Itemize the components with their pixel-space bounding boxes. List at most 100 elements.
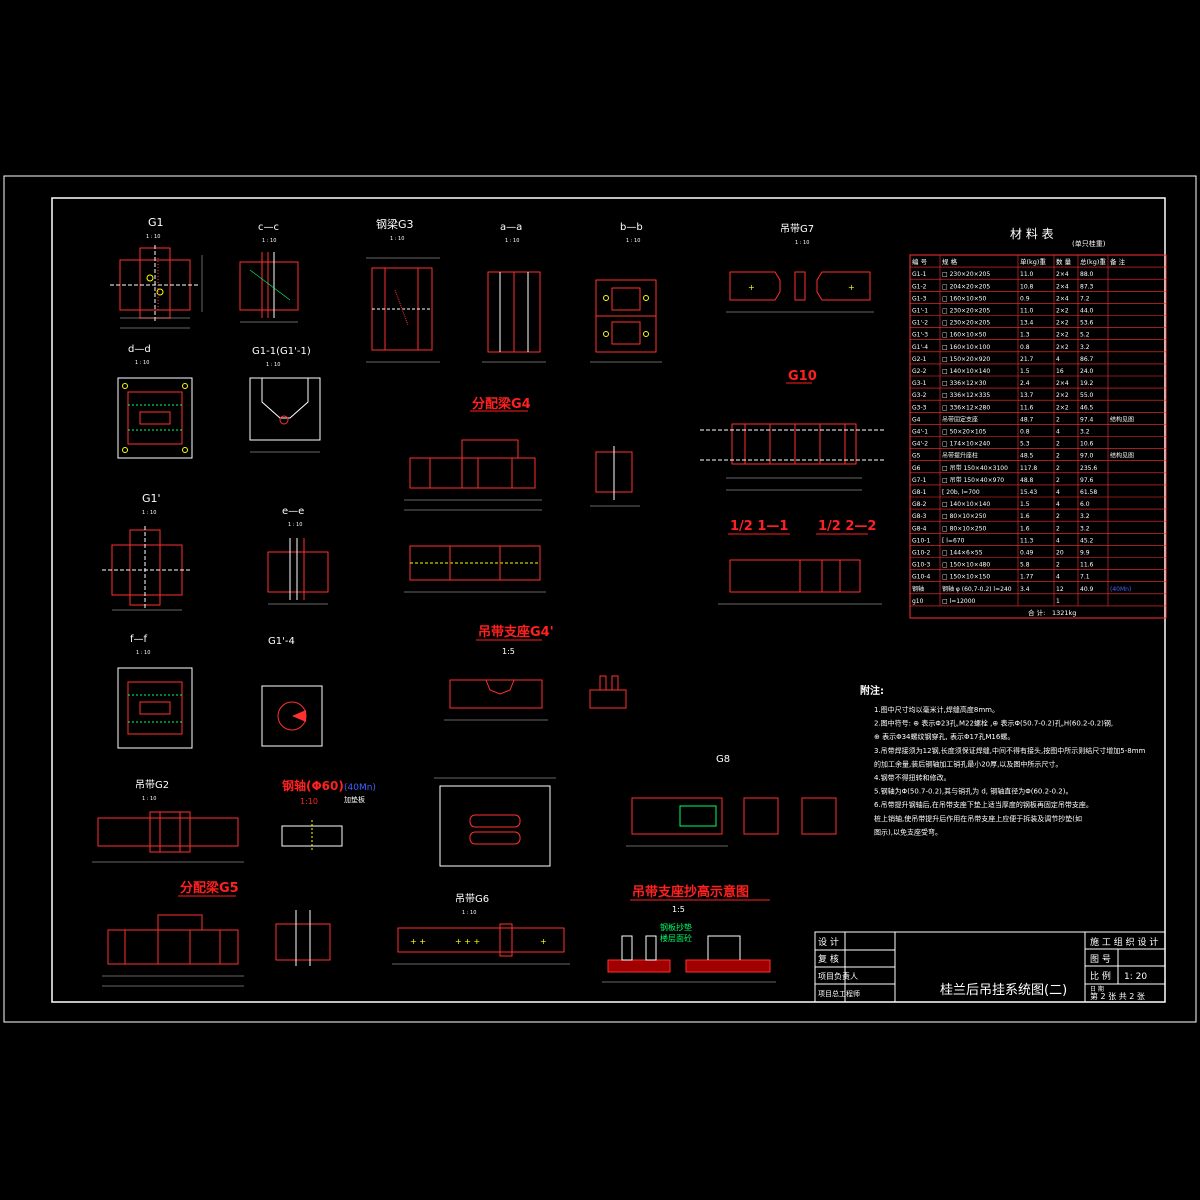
bom-cell: 钢轴 — [912, 585, 924, 593]
bom-cell: 10.8 — [1020, 283, 1034, 290]
note-line: 4.钢带不得扭转和修改。 — [874, 773, 951, 782]
view-axle-scale: 1:10 — [300, 797, 318, 806]
view-section-11-22: 1/2 1—1 1/2 2—2 — [718, 519, 882, 605]
bom-cell: 0.8 — [1020, 429, 1030, 436]
view-g4p-title: 吊带支座G4' — [478, 624, 554, 640]
bom-cell: G1-2 — [912, 283, 927, 290]
bom-cell: □ 140×10×140 — [942, 501, 990, 508]
view-g4-title: 分配梁G4 — [472, 396, 531, 412]
view-g3: 钢梁G3 1 : 10 — [366, 217, 440, 363]
bom-cell: 7.1 — [1080, 574, 1090, 581]
svg-text:+: + — [848, 283, 855, 292]
bom-cell: G4'-2 — [912, 441, 928, 448]
view-cc: c—c 1 : 10 — [239, 222, 299, 323]
bom-cell: 11.6 — [1020, 404, 1034, 411]
view-raise-scale: 1:5 — [672, 905, 685, 914]
bom-cell: 88.0 — [1080, 271, 1094, 278]
tb-scale-value: 1: 20 — [1124, 972, 1147, 982]
bom-cell: 结构见图 — [1110, 415, 1134, 423]
bom-cell: G10-4 — [912, 574, 930, 581]
view-ee-title: e—e — [282, 506, 304, 517]
bom-cell: 4 — [1056, 574, 1060, 581]
view-g1-prime-4: G1'-4 — [261, 636, 323, 747]
bom-cell: 3.4 — [1020, 586, 1030, 593]
view-g1p4-title: G1'-4 — [268, 636, 295, 647]
bom-total-label: 合 计: — [1028, 608, 1045, 617]
bom-cell: 4 — [1056, 489, 1060, 496]
bom-cell: G1'-2 — [912, 320, 928, 327]
bom-cell: 117.8 — [1020, 465, 1037, 472]
view-g1-1: G1-1(G1'-1) 1 : 10 — [249, 346, 321, 453]
view-axle-title: 钢轴(Φ60) — [282, 778, 344, 793]
bom-cell: 97.4 — [1080, 416, 1094, 423]
bom-cell: [ l=670 — [942, 537, 965, 544]
bom-cell: 6.0 — [1080, 501, 1090, 508]
notes-heading: 附注: — [860, 684, 884, 697]
note-line: ⊕ 表示Φ34螺纹钢穿孔, 表示Φ17孔M16螺。 — [874, 732, 1014, 741]
view-g7-scale: 1 : 10 — [795, 240, 809, 246]
bom-cell: □ 336×12×30 — [942, 380, 987, 387]
bom-cell: 2 — [1056, 416, 1060, 423]
view-raise-title: 吊带支座抄高示意图 — [632, 884, 749, 900]
bom-cell: 2 — [1056, 441, 1060, 448]
view-aa: a—a 1 : 10 — [482, 222, 546, 363]
bom-cell: 结构见图 — [1110, 452, 1134, 460]
view-g6: 吊带G6 1 : 10 + + + + + + — [392, 893, 570, 965]
note-line: 3.吊带焊接须为12钢,长度须保证焊缝,中间不得有接头,按图中所示则结尺寸增加5… — [874, 746, 1146, 755]
view-g3-scale: 1 : 10 — [390, 236, 404, 242]
bom-cell: 0.49 — [1020, 550, 1034, 557]
bom-cell: □ 150×10×150 — [942, 574, 990, 581]
bom-cell: 97.0 — [1080, 453, 1094, 460]
bom-cell: 13.7 — [1020, 392, 1034, 399]
view-g1-prime-title: G1' — [142, 492, 161, 505]
view-g5: 分配梁G5 — [102, 880, 331, 987]
bom-cell: 11.3 — [1020, 537, 1034, 544]
bom-cell: 46.5 — [1080, 404, 1094, 411]
bom-cell: (40Mn) — [1110, 586, 1131, 593]
bom-cell: 1.5 — [1020, 501, 1030, 508]
view-g1-1-scale: 1 : 10 — [266, 362, 280, 368]
bom-cell: □ 吊带 150×40×970 — [942, 476, 1004, 484]
tb-engineer: 项目总工程师 — [818, 989, 860, 998]
bom-cell: 11.6 — [1080, 562, 1094, 569]
bom-cell: G1-3 — [912, 295, 927, 302]
bom-cell: G3-2 — [912, 392, 927, 399]
bom-cell: 2×2 — [1056, 308, 1069, 315]
bom-cell: 2×4 — [1056, 295, 1069, 302]
view-g1-1-title: G1-1(G1'-1) — [252, 346, 311, 357]
bom-cell: 53.6 — [1080, 320, 1094, 327]
bom-cell: 13.4 — [1020, 320, 1034, 327]
bom-cell: G6 — [912, 465, 921, 472]
bom-cell: G10-3 — [912, 562, 930, 569]
view-g4p-scale: 1:5 — [502, 647, 515, 656]
bom-cell: 5.8 — [1020, 562, 1030, 569]
view-g1-prime-scale: 1 : 10 — [142, 510, 156, 516]
bom-cell: □ 80×10×250 — [942, 513, 987, 520]
bom-cell: 48.5 — [1020, 453, 1034, 460]
tb-drawing-no: 图 号 — [1090, 954, 1111, 965]
bom-cell: 1.3 — [1020, 332, 1030, 339]
note-line: 6.吊带提升钢轴后,在吊带支座下垫上适当厚度的钢板再固定吊带支座。 — [874, 800, 1093, 809]
bom-header-cell: 备 注 — [1110, 257, 1126, 266]
bom-header-cell: 总(kg)重 — [1080, 257, 1106, 266]
bom-cell: 9.9 — [1080, 550, 1090, 557]
view-aa-title: a—a — [500, 222, 522, 233]
notes: 附注: 1.图中尺寸均以毫米计,焊缝高度8mm。2.图中符号: ⊕ 表示Φ23孔… — [860, 684, 1146, 836]
bom-cell: G8-4 — [912, 525, 927, 532]
view-g6-scale: 1 : 10 — [462, 910, 476, 916]
bom-cell: □ 吊带 150×40×3100 — [942, 464, 1008, 472]
view-bb-title: b—b — [620, 222, 643, 233]
bom-cell: 3.2 — [1080, 429, 1090, 436]
bom-cell: G1'-3 — [912, 332, 928, 339]
view-cc-title: c—c — [258, 222, 279, 233]
bom-cell: 87.3 — [1080, 283, 1094, 290]
bom-cell: □ 204×20×205 — [942, 283, 990, 290]
view-g4: 分配梁G4 — [404, 396, 640, 593]
note-line: 的加工余量,装后钢轴加工销孔最小20厚,以及图中所示尺寸。 — [874, 759, 1062, 768]
view-raise-label1: 钢板抄垫 — [660, 922, 692, 932]
bom-cell: G5 — [912, 453, 921, 460]
bom-cell: 2 — [1056, 513, 1060, 520]
view-ff-title: f—f — [130, 634, 148, 645]
view-g3-title: 钢梁G3 — [376, 217, 414, 231]
